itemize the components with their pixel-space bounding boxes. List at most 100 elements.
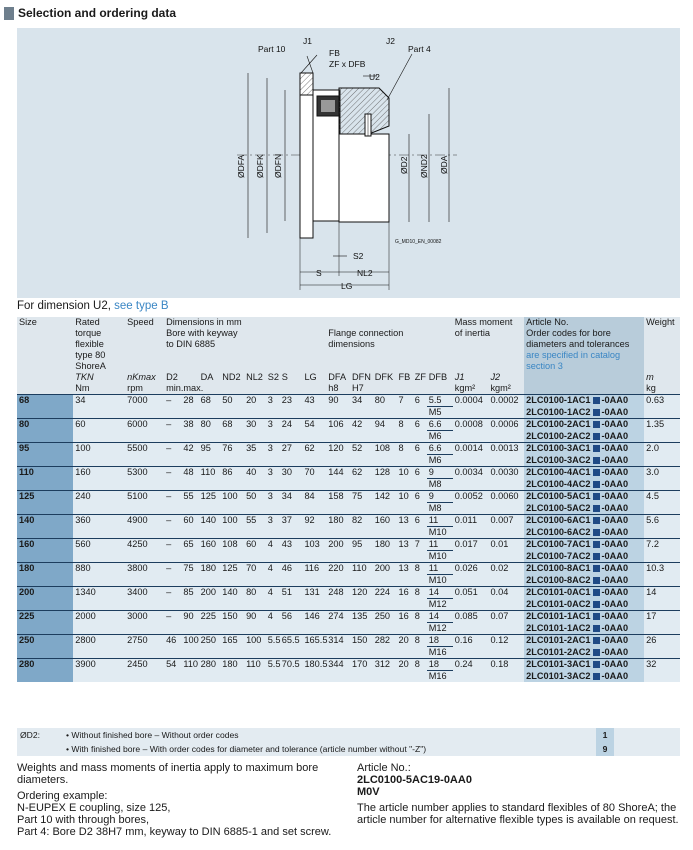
s-cell: 27 [279,442,303,467]
nl2-cell: 20 [244,394,266,419]
sym-fb: FB [396,372,413,383]
example-line-1: N-EUPEX E coupling, size 125, [17,802,171,814]
dfk-cell: 94 [372,418,397,443]
sym-s2: S2 [265,372,280,383]
article-number: 2LC0100-4AC2 [526,478,591,489]
type-b-link[interactable]: see type B [114,300,169,312]
s-cell: 43 [279,538,303,563]
article-suffix: -0AA0 [601,563,629,573]
s2-cell: 5.5 [265,658,280,682]
nl2-cell: 30 [244,418,266,443]
size-cell: 68 [17,394,74,419]
nl2-cell: 55 [244,514,266,539]
article-sub: Order codes for bore diameters and toler… [526,328,630,349]
size-cell: 180 [17,562,74,587]
nl2-cell: 110 [244,658,266,682]
size-cell: 140 [17,514,74,539]
nd2-cell: 125 [220,562,245,587]
order-code-row-1-code: 1 [596,728,614,742]
unit-h7: H7 [350,383,373,395]
j1-cell: 0.0008 [452,418,489,443]
label-part10: Part 10 [258,44,286,54]
article-number: 2LC0101-3AC2 [526,670,591,681]
label-nd2: ØND2 [419,154,429,178]
sym-lg: LG [302,372,327,383]
article-number: 2LC0100-5AC1 [526,491,591,501]
article-cell: 2LC0101-1AC2-0AA0 [524,622,645,635]
d2min-cell: 54 [164,658,182,682]
j2-cell: 0.01 [488,538,525,563]
dfb-cell: 6.6 [426,442,453,455]
article-suffix: -0AA0 [601,598,629,609]
dfa-cell: 274 [326,610,350,635]
fb-cell: 13 [396,514,413,539]
sym-dfa: DFA [326,372,350,383]
fb-cell: 8 [396,418,413,443]
article-cell: 2LC0101-0AC2 -0AA0 [524,598,645,611]
weight-cell: 14 [644,586,680,611]
dfk-cell: 200 [372,562,397,587]
tkn-cell: 100 [73,442,126,467]
d2max-cell: 28 [181,394,199,419]
j2-cell: 0.0030 [488,466,525,491]
d2min-cell: – [164,562,182,587]
unit-rpm: rpm [125,383,165,395]
article-cell: 2LC0100-1AC2-0AA0 [524,406,645,419]
article-suffix: -0AA0 [601,502,629,513]
order-code-row-2-code: 9 [596,742,614,756]
article-number: 2LC0101-0AC2 [526,598,591,609]
lg-cell: 92 [302,514,327,539]
article-suffix: -0AA0 [601,491,629,501]
article-link[interactable]: are specified in catalog section 3 [526,350,621,371]
weight-cell: 2.0 [644,442,680,467]
sym-nl2: NL2 [244,372,266,383]
dfa-cell: 158 [326,490,350,515]
dimension-note-text: For dimension U2, [17,300,115,312]
s-cell: 37 [279,514,303,539]
sym-nk: nKmax [125,372,165,383]
technical-drawing: Part 10 J1 J2 Part 4 FB ZF x DFB U2 ØDFA… [17,28,680,298]
lg-cell: 62 [302,442,327,467]
article-cell: 2LC0100-2AC2-0AA0 [524,430,645,443]
lg-cell: 54 [302,418,327,443]
lg-cell: 84 [302,490,327,515]
order-code-placeholder-icon [592,421,600,428]
article-number: 2LC0100-7AC2 [526,550,591,561]
unit-kg: kg [644,383,680,395]
order-code-placeholder-icon [592,613,600,620]
bore-label: Bore with keyway to DIN 6885 [166,328,238,349]
unit-nm: Nm [73,383,126,395]
d2min-cell: – [164,394,182,419]
dfb-cell: 14 [426,586,453,599]
table-row-sub: M10 2LC0100-6AC2-0AA0 [17,526,680,539]
order-code-placeholder-icon [592,576,600,584]
order-code-row-2-text: • With finished bore – With order codes … [63,742,596,756]
example-line-3: Part 4: Bore D2 38H7 mm, keyway to DIN 6… [17,826,332,838]
article-cell: 2LC0100-4AC1-0AA0 [524,466,645,479]
dfb-cell: 9 [426,490,453,503]
dfn-cell: 150 [350,634,373,659]
article-suffix: -0AA0 [601,406,629,417]
dfn-cell: 120 [350,586,373,611]
d2max-cell: 90 [181,610,199,635]
order-code-placeholder-icon [592,408,600,416]
article-cell: 2LC0100-6AC1-0AA0 [524,514,645,527]
weight-cell: 0.63 [644,394,680,419]
order-code-row-1-text: • Without finished bore – Without order … [63,728,596,742]
nd2-cell: 68 [220,418,245,443]
article-no-value: 2LC0100-5AC19-0AA0 [357,774,472,786]
thread-cell: M10 [426,526,453,539]
article-cell: 2LC0100-6AC2-0AA0 [524,526,645,539]
j1-cell: 0.0052 [452,490,489,515]
thread-cell: M12 [426,622,453,635]
nl2-cell: 100 [244,634,266,659]
lg-cell: 116 [302,562,327,587]
order-code-placeholder-icon [592,565,600,572]
label-part4: Part 4 [408,44,431,54]
article-cell: 2LC0100-8AC1-0AA0 [524,562,645,575]
zf-cell: 6 [412,418,427,443]
